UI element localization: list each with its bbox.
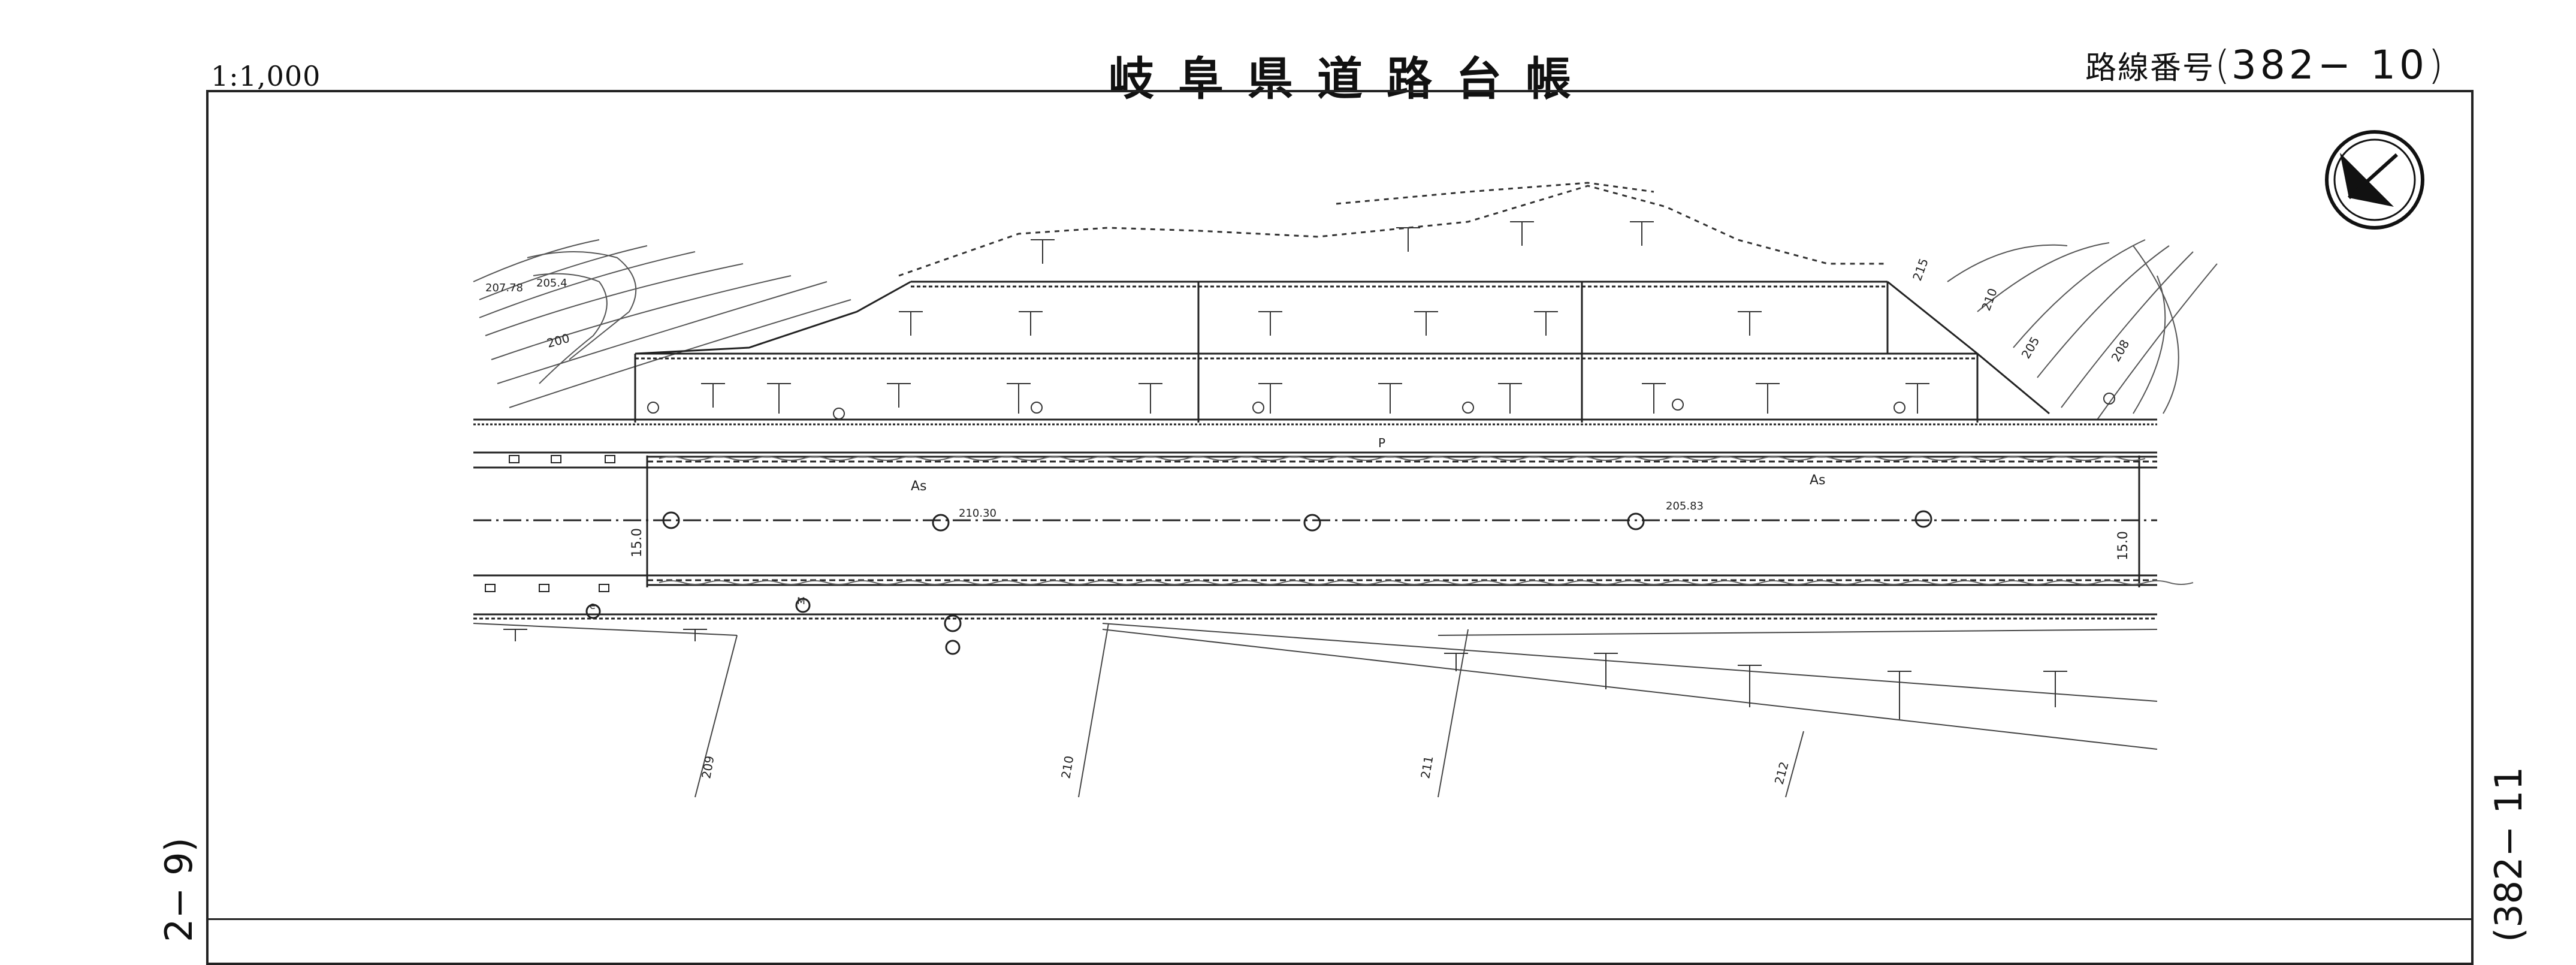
contour-label-210b: 210: [1979, 287, 2000, 313]
elevation-label-c: 210.30: [959, 507, 996, 520]
north-arrow-icon: [2325, 130, 2424, 230]
slope-hatching-right: [1947, 239, 2218, 420]
contour-label-210: 210: [1058, 755, 1076, 780]
tree-markers: [647, 393, 2115, 420]
surface-label-right: As: [1810, 473, 1826, 488]
road-surface-marks: [659, 456, 2194, 585]
route-paren-close: ): [2428, 42, 2445, 88]
contour-label-215: 215: [1910, 257, 1931, 283]
page-title: 岐阜県道路台帳: [1109, 52, 1595, 105]
route-number-label: 路線番号: [2085, 50, 2215, 86]
drawing-labels: 207.78 205.4 210.30 205.83 As As P M e 1…: [485, 257, 2132, 786]
manhole-markers: [585, 510, 1932, 655]
contour-label-209: 209: [699, 755, 717, 780]
slope-hatching-left: [473, 239, 851, 408]
frame-divider: [206, 918, 2474, 920]
route-number: 路線番号(382− 10): [2085, 42, 2445, 88]
symbol-label-m: M: [797, 595, 805, 607]
upper-fence-line: [898, 182, 1888, 277]
elevation-label-a: 207.78: [485, 282, 523, 294]
elevation-label-b: 205.4: [536, 277, 567, 290]
lower-slope-lines: [473, 623, 2158, 798]
contour-label-211: 211: [1418, 755, 1436, 780]
elevation-label-d: 205.83: [1666, 500, 1704, 512]
contour-label-212: 212: [1772, 760, 1792, 786]
road-edges: [473, 451, 2157, 620]
lower-slope-symbols: [503, 629, 2067, 719]
terrace-lines: [473, 281, 2157, 426]
contour-label-200: 200: [545, 331, 571, 351]
symbol-label-e: e: [590, 600, 596, 611]
pole-label: P: [1378, 436, 1385, 450]
terrace-symbols: [701, 221, 1929, 414]
route-paren-open: (: [2215, 42, 2231, 88]
contour-label-208: 208: [2109, 337, 2133, 364]
route-number-value: 382− 10: [2231, 42, 2429, 88]
boundary-boxes: [485, 455, 615, 592]
width-label-right: 15.0: [2116, 531, 2131, 560]
surface-label-left: As: [911, 479, 927, 494]
width-label-left: 15.0: [630, 528, 645, 557]
road-plan-drawing: 207.78 205.4 210.30 205.83 As As P M e 1…: [473, 130, 2424, 798]
scale-label: 1:1,000: [211, 60, 321, 92]
